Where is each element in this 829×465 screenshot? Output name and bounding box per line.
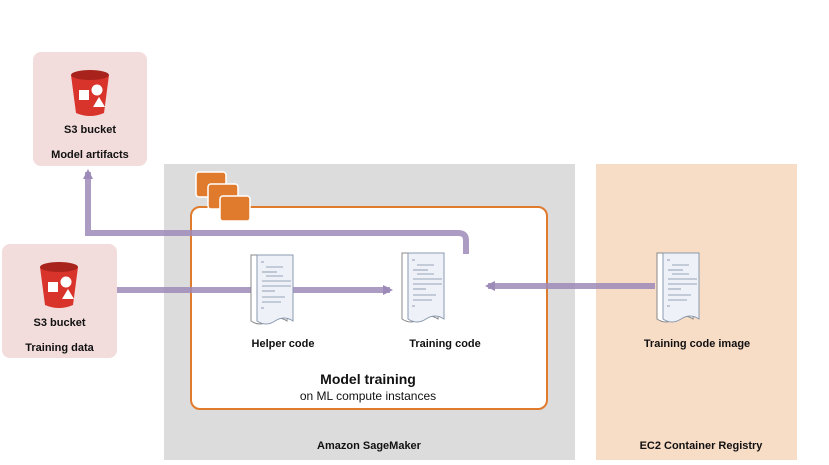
ecr-label: EC2 Container Registry xyxy=(639,440,763,452)
compute-instances-icon xyxy=(195,171,251,222)
s3-artifacts-caption: Model artifacts xyxy=(51,149,129,161)
s3-training-title: S3 bucket xyxy=(33,317,86,329)
s3-training-caption: Training data xyxy=(25,342,94,354)
sagemaker-label: Amazon SageMaker xyxy=(317,440,421,452)
code-document-icon xyxy=(401,252,445,323)
artifacts-arrow xyxy=(83,169,469,254)
training-code-image-label: Training code image xyxy=(643,338,751,350)
helper-code-label: Helper code xyxy=(251,338,315,350)
s3-bucket-icon xyxy=(40,262,78,308)
s3-bucket-icon xyxy=(71,70,109,116)
model-training-box xyxy=(190,206,548,410)
code-document-icon xyxy=(250,254,294,325)
s3-artifacts-title: S3 bucket xyxy=(64,124,116,136)
model-training-subtitle: on ML compute instances xyxy=(299,389,437,403)
model-training-title: Model training xyxy=(320,371,416,387)
training-code-label: Training code xyxy=(409,338,481,350)
code-document-icon xyxy=(656,252,700,323)
